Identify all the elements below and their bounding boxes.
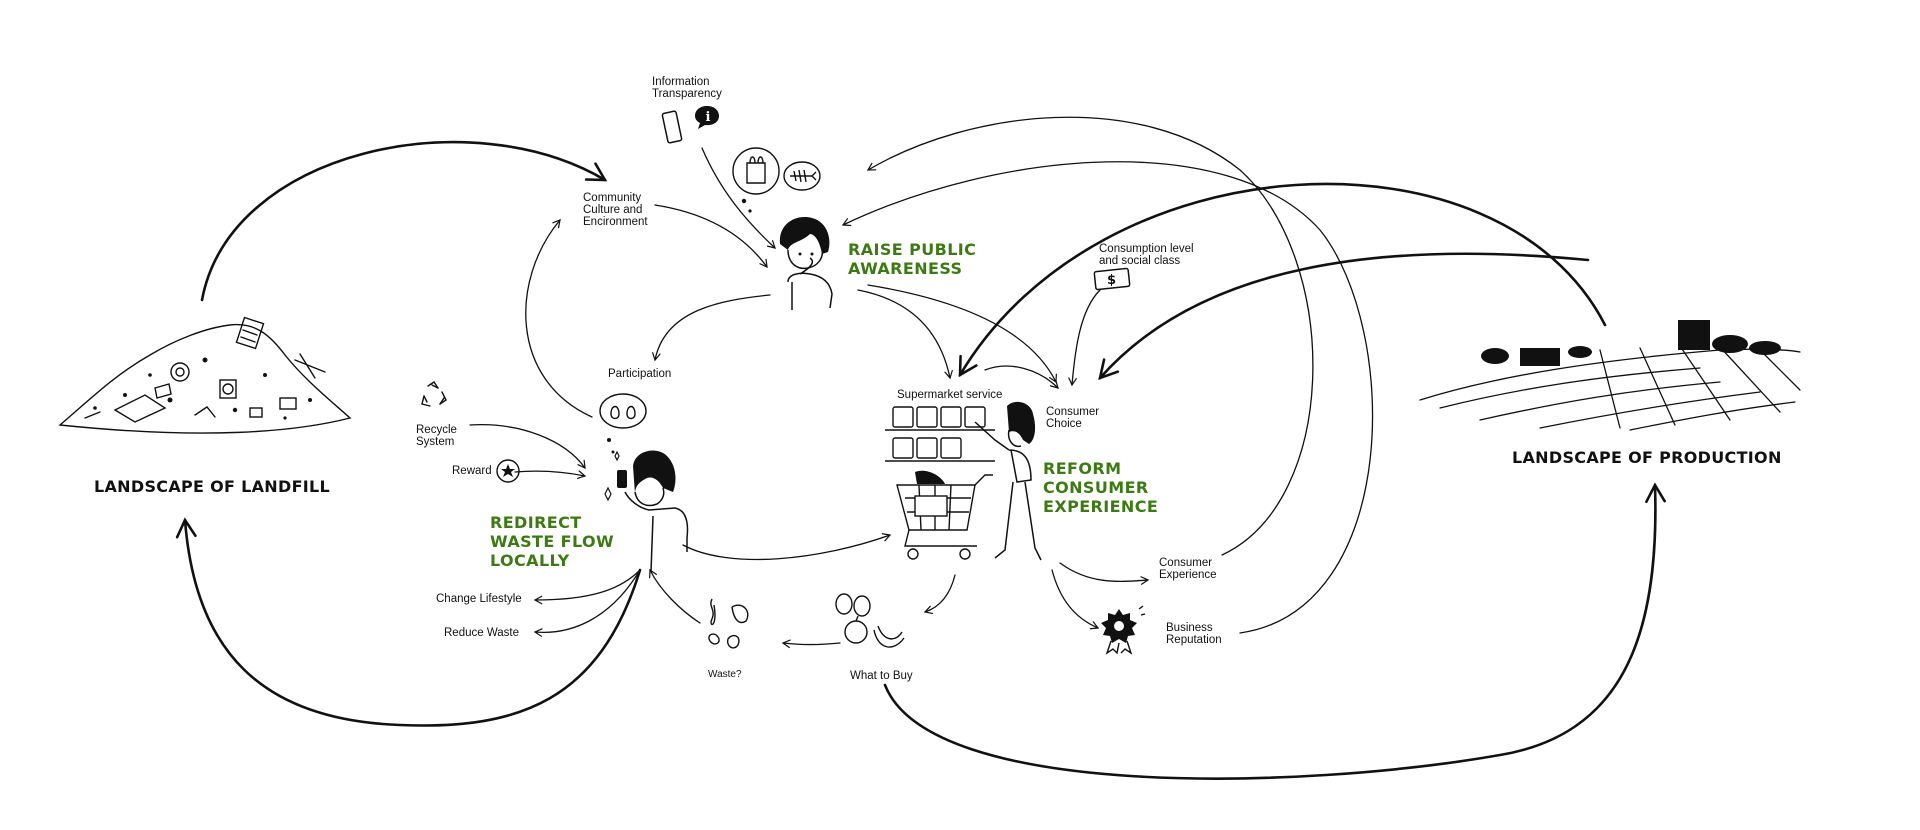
label-reduce-waste: Reduce Waste: [444, 627, 519, 639]
arrow-reputation-to-awareness: [841, 161, 1374, 634]
arrow-community-to-awareness: [654, 204, 768, 268]
dollar-bill-icon: $: [1093, 267, 1131, 291]
hub-reform-consumer-experience: REFORM CONSUMER EXPERIENCE: [1043, 459, 1159, 516]
phone-icon: [661, 110, 683, 144]
arrow-recycle-to-redirect: [469, 424, 586, 470]
label-participation: Participation: [608, 368, 672, 380]
fish-bone-thought-icon: [783, 161, 821, 191]
label-change-lifestyle: Change Lifestyle: [436, 593, 522, 605]
arrow-participation-loop-to-community: [525, 219, 593, 418]
landfill-pile-icon: [58, 316, 352, 434]
shopping-cart-icon: [896, 470, 993, 560]
label-information-transparency: Information Transparency: [652, 76, 722, 100]
arrow-awareness-to-choice: [867, 284, 1057, 384]
arrow-waste-to-redirect: [649, 568, 701, 624]
arrow-reward-to-redirect: [514, 470, 587, 479]
food-scraps-icon: [708, 598, 749, 649]
arrow-experience-to-awareness: [866, 116, 1314, 556]
hub-raise-public-awareness: RAISE PUBLIC AWARENESS: [848, 240, 977, 278]
arrow-production-to-supermarket: [958, 182, 1607, 378]
arrow-whattobuy-to-waste: [781, 639, 841, 649]
hub-redirect-waste-flow: REDIRECT WASTE FLOW LOCALLY: [490, 513, 615, 570]
arrow-reform-to-experience: [1059, 562, 1150, 585]
label-waste-question: Waste?: [708, 669, 742, 680]
svg-text:i: i: [706, 110, 711, 125]
award-badge-icon: [1101, 605, 1146, 655]
farm-landscape-icon: [1419, 320, 1801, 431]
arrow-info-to-awareness: [701, 147, 776, 249]
arrow-redirect-to-lifestyle: [533, 569, 641, 605]
label-supermarket-service: Supermarket service: [897, 389, 1003, 401]
label-community-culture: Community Culture and Encironment: [583, 192, 648, 228]
landfill-title: LANDSCAPE OF LANDFILL: [94, 477, 331, 496]
groceries-icon: [835, 593, 905, 648]
label-what-to-buy: What to Buy: [850, 670, 913, 682]
label-business-reputation: Business Reputation: [1166, 622, 1222, 646]
recycle-icon: [421, 381, 447, 407]
shopper-woman-icon: [974, 401, 1042, 561]
label-reward: Reward: [452, 465, 492, 477]
reward-star-icon: [496, 459, 520, 483]
label-consumer-choice: Consumer Choice: [1046, 406, 1100, 430]
info-bubble-icon: i: [695, 106, 719, 129]
arrow-reform-to-reputation: [1051, 569, 1100, 630]
label-consumer-experience: Consumer Experience: [1159, 557, 1217, 581]
plastic-bag-thought-icon: [732, 147, 780, 213]
arrow-awareness-to-participation: [652, 294, 771, 362]
arrow-whattobuy-to-production: [883, 482, 1666, 780]
arrow-supermarket-to-choice: [984, 365, 1059, 389]
label-recycle-system: Recycle System: [416, 424, 457, 448]
production-title: LANDSCAPE OF PRODUCTION: [1512, 448, 1782, 467]
thinking-woman-icon: [779, 217, 833, 310]
woman-with-phone-icon: [604, 450, 689, 573]
arrow-landfill-to-community: [200, 140, 608, 302]
egg-thought-icon: [599, 393, 647, 454]
arrow-redirect-to-reform: [682, 533, 892, 561]
arrow-production-to-consumer-choice: [1098, 252, 1590, 380]
arrow-cart-to-whattobuy: [923, 574, 956, 615]
arrow-redirect-to-reduce: [533, 569, 641, 637]
svg-text:$: $: [1107, 273, 1116, 288]
arrow-consumption-to-choice: [1068, 289, 1101, 387]
arrow-redirect-to-landfill: [175, 517, 642, 727]
label-consumption-level: Consumption level and social class: [1099, 243, 1194, 267]
supermarket-shelf-icon: [885, 406, 995, 462]
arrow-awareness-to-supermarket: [857, 289, 953, 380]
